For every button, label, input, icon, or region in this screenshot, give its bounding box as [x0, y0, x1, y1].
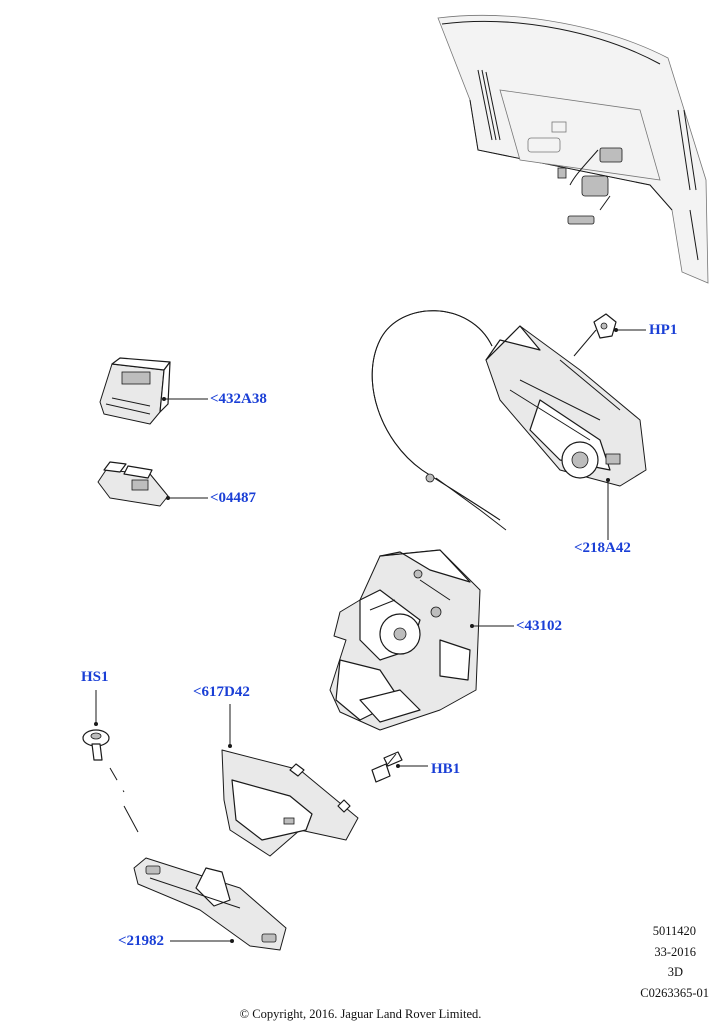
part-617d42-cover [221, 749, 359, 857]
part-hs1-screw [82, 729, 139, 833]
reference-number: 5011420 [652, 924, 696, 938]
reference-code: C0263365-01 [640, 986, 709, 1000]
part-432a38-switch [99, 357, 171, 425]
callout-218a42[interactable]: <218A42 [574, 540, 631, 556]
callout-432a38[interactable]: <432A38 [210, 391, 267, 407]
callout-21982[interactable]: <21982 [118, 933, 165, 949]
reference-view: 3D [667, 965, 683, 979]
part-21982-striker [133, 857, 287, 951]
part-218a42-cinch-actuator [371, 310, 647, 531]
callout-hs1[interactable]: HS1 [81, 669, 109, 685]
leader-lines [94, 328, 646, 943]
callout-617d42[interactable]: <617D42 [193, 684, 250, 700]
copyright-notice: © Copyright, 2016. Jaguar Land Rover Lim… [239, 1007, 482, 1021]
callout-hp1[interactable]: HP1 [649, 322, 678, 338]
part-43102-latch [329, 549, 481, 731]
callout-43102[interactable]: <43102 [516, 618, 563, 634]
part-04487-bracket [97, 461, 169, 507]
callout-hb1[interactable]: HB1 [431, 761, 461, 777]
reference-date: 33-2016 [654, 945, 696, 959]
callout-04487[interactable]: <04487 [210, 490, 257, 506]
tailgate-overview [437, 15, 709, 284]
part-hb1-bolt [371, 751, 403, 783]
